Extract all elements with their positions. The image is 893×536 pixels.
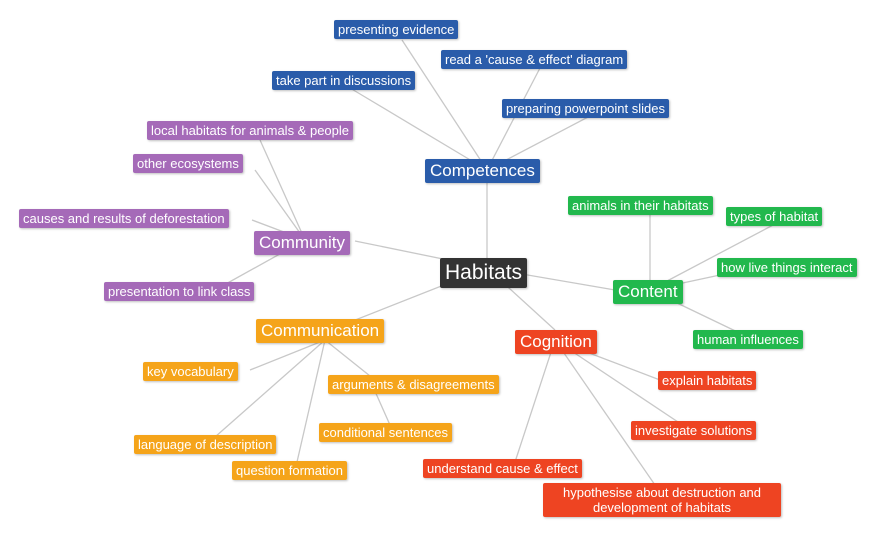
node-hypothesise-destruction[interactable]: hypothesise about destruction and develo… <box>543 483 781 517</box>
node-explain-habitats[interactable]: explain habitats <box>658 371 757 390</box>
edge-content-types <box>649 223 776 291</box>
node-understand-cause-effect[interactable]: understand cause & effect <box>423 459 582 478</box>
hub-competences[interactable]: Competences <box>425 159 540 183</box>
hub-content[interactable]: Content <box>613 280 683 304</box>
node-other-ecosystems[interactable]: other ecosystems <box>133 154 243 173</box>
node-investigate-solutions[interactable]: investigate solutions <box>631 421 757 440</box>
hub-communication[interactable]: Communication <box>256 319 385 343</box>
node-powerpoint-slides[interactable]: preparing powerpoint slides <box>502 99 669 118</box>
node-animals-habitats[interactable]: animals in their habitats <box>568 196 713 215</box>
node-live-things-interact[interactable]: how live things interact <box>717 258 857 277</box>
hub-community[interactable]: Community <box>254 231 350 255</box>
node-arguments-disagreements[interactable]: arguments & disagreements <box>328 375 499 394</box>
edge-cognition-investigate <box>554 339 691 431</box>
center-node[interactable]: Habitats <box>440 258 528 288</box>
hub-cognition[interactable]: Cognition <box>515 330 597 354</box>
node-types-of-habitat[interactable]: types of habitat <box>726 207 823 226</box>
node-take-part-discussions[interactable]: take part in discussions <box>272 71 416 90</box>
node-local-habitats[interactable]: local habitats for animals & people <box>147 121 354 140</box>
edge-competences-presenting <box>401 39 488 171</box>
edge-communication-description <box>214 339 326 438</box>
node-question-formation[interactable]: question formation <box>232 461 347 480</box>
edge-communication-arguments <box>324 339 371 377</box>
node-presenting-evidence[interactable]: presenting evidence <box>334 20 459 39</box>
node-cause-effect-diagram[interactable]: read a 'cause & effect' diagram <box>441 50 628 69</box>
node-presentation-link-class[interactable]: presentation to link class <box>104 282 255 301</box>
edge-community-local <box>259 139 306 241</box>
edge-communication-vocabulary <box>249 339 326 371</box>
edge-communication-question <box>296 339 326 463</box>
node-conditional-sentences[interactable]: conditional sentences <box>319 423 453 442</box>
node-key-vocabulary[interactable]: key vocabulary <box>143 362 238 381</box>
edge-community-ecosystems <box>254 169 306 241</box>
edge-cognition-understand <box>514 339 556 463</box>
node-deforestation[interactable]: causes and results of deforestation <box>19 209 229 228</box>
edge-competences-discussions <box>349 87 488 171</box>
edge-cognition-hypothesise <box>554 339 656 486</box>
edge-competences-read <box>486 67 541 171</box>
node-human-influences[interactable]: human influences <box>693 330 803 349</box>
node-language-description[interactable]: language of description <box>134 435 277 454</box>
